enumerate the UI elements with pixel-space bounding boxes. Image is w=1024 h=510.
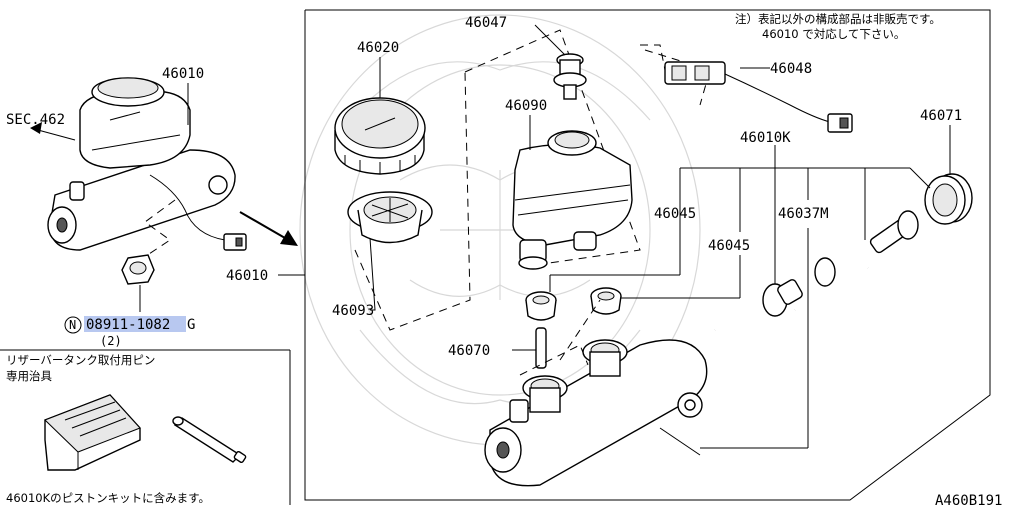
label-46045-a[interactable]: 46045 (654, 206, 696, 222)
label-46010k[interactable]: 46010K (740, 130, 791, 146)
label-46048[interactable]: 46048 (770, 61, 812, 77)
tool-box-frame (0, 349, 291, 505)
label-46093[interactable]: 46093 (332, 303, 374, 319)
pin-46070 (512, 327, 547, 369)
note-bottom: 46010Kのピストンキットに含みます。 (6, 491, 210, 505)
label-46070[interactable]: 46070 (448, 343, 490, 359)
seal-46045-a (525, 291, 557, 321)
label-46020[interactable]: 46020 (357, 40, 399, 56)
secondary-piston (814, 210, 919, 287)
label-n-circle: N (69, 318, 76, 332)
figure-code: A460B191 (935, 493, 1002, 509)
seal-ring-46071 (924, 125, 973, 225)
dashed-guides-upper (354, 29, 711, 331)
kit-bracket-46010k (549, 145, 931, 449)
label-46037m[interactable]: 46037M (778, 206, 829, 222)
label-sec-462[interactable]: SEC.462 (6, 112, 65, 128)
label-46047[interactable]: 46047 (465, 15, 507, 31)
label-46090[interactable]: 46090 (505, 98, 547, 114)
label-nut-part-number[interactable]: 08911-1082 (86, 317, 170, 333)
label-nut-suffix: G (187, 317, 195, 333)
label-nut-qty: (2) (100, 334, 122, 348)
level-sensor-46048 (664, 61, 853, 133)
strainer-46093 (347, 191, 433, 311)
label-46045-b[interactable]: 46045 (708, 238, 750, 254)
main-frame (304, 9, 991, 501)
special-tool (44, 394, 141, 471)
master-cylinder-body (484, 299, 708, 487)
label-46010-top[interactable]: 46010 (162, 66, 204, 82)
note-top-line2: 46010 で対応して下さい。 (762, 27, 905, 41)
label-46010-mid[interactable]: 46010 (226, 268, 268, 284)
part-number-highlight (84, 316, 186, 332)
primary-piston-spring (713, 279, 803, 333)
note-tool-line2: 専用治具 (6, 369, 52, 383)
note-top-line1: 注）表記以外の構成部品は非販売です。 (735, 12, 941, 26)
note-tool-line1: リザーバータンク取付用ピン (6, 353, 155, 367)
master-cylinder-assembly-left (30, 77, 298, 312)
reservoir-tank-46090 (512, 115, 633, 270)
reservoir-cap-46020 (334, 57, 426, 175)
seal-46045-b (590, 287, 622, 315)
label-46071[interactable]: 46071 (920, 108, 962, 124)
n-circle-symbol (64, 316, 82, 334)
tool-pin (172, 416, 247, 464)
retaining-screw-46047 (534, 24, 587, 100)
